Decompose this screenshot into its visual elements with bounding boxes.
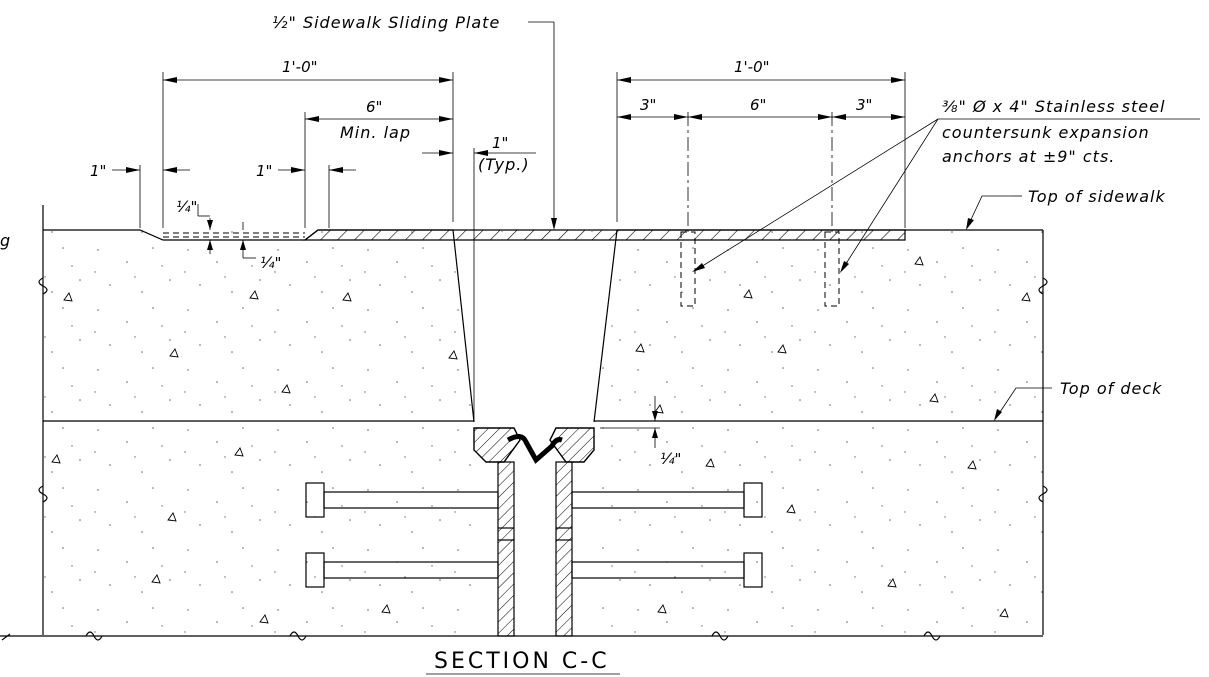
top-of-deck-label: Top of deck	[1060, 379, 1162, 398]
left-dimensions	[112, 72, 536, 422]
top-of-sidewalk-label: Top of sidewalk	[1028, 187, 1166, 206]
dim-left-lap: 6"	[366, 98, 382, 116]
min-lap-label: Min. lap	[340, 123, 411, 142]
blockout-lines	[452, 229, 618, 423]
dim-right-a: 3"	[640, 96, 656, 114]
dim-left-edge: 1"	[90, 162, 106, 180]
section-title: SECTION C-C	[434, 649, 610, 674]
right-dimensions	[600, 72, 906, 448]
expansion-joint	[305, 427, 763, 637]
leader-lines	[426, 21, 1200, 675]
anchors-label-line2: countersunk expansion	[942, 123, 1150, 142]
dim-left-mid: 1"	[256, 162, 272, 180]
edge-fragment-label: g	[0, 231, 11, 250]
dim-right-b: 6"	[750, 96, 766, 114]
dim-deck-offset: ¼"	[660, 450, 681, 468]
dim-right-c: 3"	[856, 96, 872, 114]
sliding-plate	[163, 229, 906, 241]
dim-right-overall: 1'-0"	[734, 58, 770, 76]
typ-label: (Typ.)	[478, 155, 530, 174]
anchor-bolts	[680, 112, 840, 307]
aggregate-marks	[51, 256, 1031, 624]
dim-gap: 1"	[492, 134, 508, 152]
dim-recess-top: ¼"	[176, 198, 197, 216]
sliding-plate-label: ½" Sidewalk Sliding Plate	[272, 13, 500, 32]
concrete-fill	[43, 230, 1043, 637]
anchors-label-line1: ⅜" Ø x 4" Stainless steel	[942, 97, 1165, 116]
text-labels: ½" Sidewalk Sliding Plate ⅜" Ø x 4" Stai…	[0, 13, 1166, 674]
dim-recess-bottom: ¼"	[260, 254, 281, 272]
anchors-label-line3: anchors at ±9" cts.	[942, 147, 1115, 166]
dim-left-overall: 1'-0"	[282, 58, 318, 76]
